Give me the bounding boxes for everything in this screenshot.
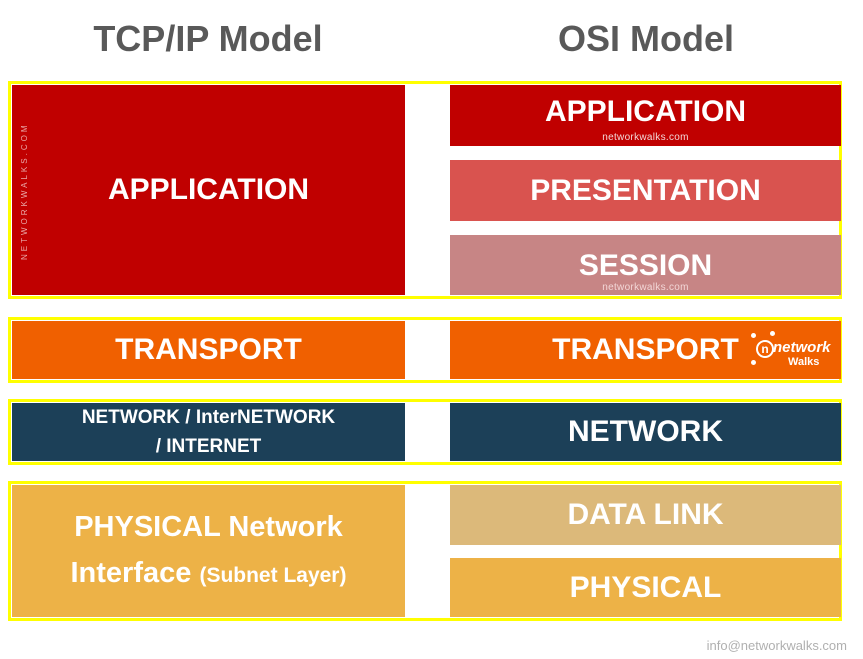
- osi-presentation-layer: PRESENTATION: [450, 160, 841, 221]
- logo-dot-icon: [770, 331, 775, 336]
- tcpip-network-label-line2: / INTERNET: [155, 436, 262, 457]
- tcpip-transport-label: TRANSPORT: [115, 333, 302, 366]
- logo-dot-icon: [751, 360, 756, 365]
- site-watermark: networkwalks.com: [602, 132, 689, 143]
- osi-transport-label: TRANSPORT: [552, 333, 739, 366]
- contact-email: info@networkwalks.com: [706, 638, 847, 653]
- tcpip-application-label: APPLICATION: [107, 173, 310, 206]
- osi-data-link-label: DATA LINK: [567, 498, 724, 531]
- tcpip-physical-layer: PHYSICAL Network Interface (Subnet Layer…: [12, 485, 405, 617]
- tcpip-network-layer: NETWORK / InterNETWORK / INTERNET: [12, 403, 405, 461]
- tcpip-model-heading: TCP/IP Model: [93, 18, 323, 59]
- osi-transport-layer: TRANSPORT: [450, 321, 841, 379]
- tcpip-physical-subnet: (Subnet Layer): [199, 563, 347, 587]
- osi-session-layer: SESSION networkwalks.com: [450, 235, 841, 295]
- osi-network-label: NETWORK: [568, 415, 723, 448]
- tcpip-transport-layer: TRANSPORT: [12, 321, 405, 379]
- osi-application-layer: APPLICATION networkwalks.com: [450, 85, 841, 146]
- tcpip-physical-label-line2: Interface (Subnet Layer): [71, 550, 347, 599]
- osi-physical-layer: PHYSICAL: [450, 558, 841, 617]
- osi-presentation-label: PRESENTATION: [530, 173, 761, 207]
- tcpip-physical-label-line1: PHYSICAL Network: [74, 510, 343, 543]
- tcpip-network-label-line1: NETWORK / InterNETWORK: [81, 407, 336, 428]
- frame-physical-group: [8, 481, 842, 621]
- vertical-watermark: NETWORKWALKS.COM: [20, 122, 29, 260]
- logo-text-network: network: [773, 339, 831, 356]
- osi-network-layer: NETWORK: [450, 403, 841, 461]
- logo-node-icon: n: [756, 340, 774, 358]
- osi-data-link-layer: DATA LINK: [450, 485, 841, 545]
- osi-session-label: SESSION: [578, 249, 713, 282]
- tcpip-application-layer: APPLICATION: [12, 85, 405, 295]
- tcpip-physical-interface: Interface: [70, 556, 192, 589]
- osi-application-label: APPLICATION: [544, 94, 747, 128]
- site-watermark: networkwalks.com: [602, 282, 689, 293]
- networkwalks-logo: n network Walks: [750, 330, 834, 370]
- logo-text-walks: Walks: [788, 356, 820, 368]
- osi-model-heading: OSI Model: [557, 18, 734, 59]
- osi-physical-label: PHYSICAL: [569, 570, 722, 604]
- logo-dot-icon: [751, 333, 756, 338]
